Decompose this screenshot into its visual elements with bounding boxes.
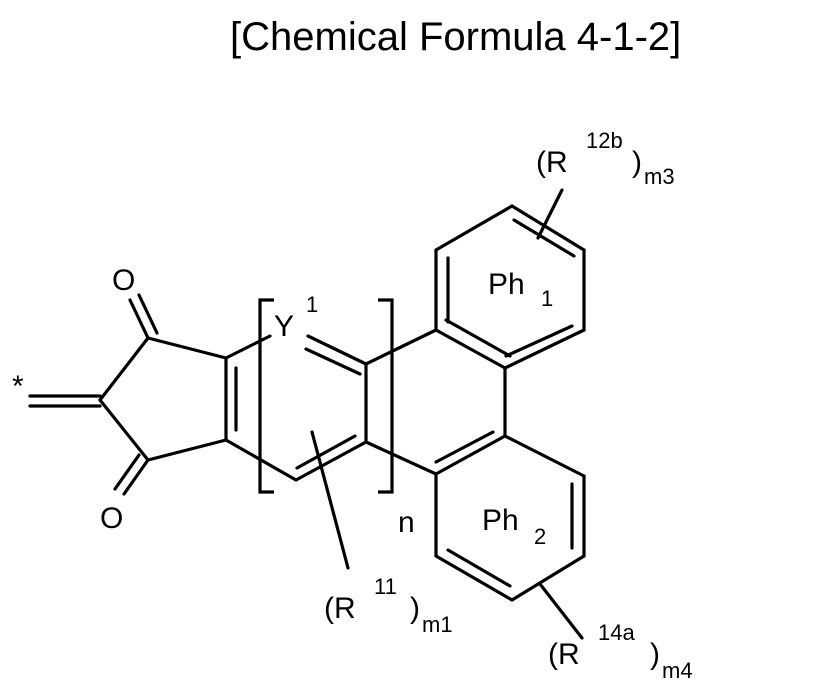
- r11-open-label: (R: [324, 592, 356, 625]
- r11-subscript: m1: [422, 612, 453, 637]
- bond-to-top-ring: [366, 330, 436, 364]
- ring6-bond-y1-right-inner: [306, 349, 360, 374]
- ph2-label: Ph: [482, 504, 519, 537]
- bond-to-bottom-ring: [366, 442, 436, 474]
- r11-close-label: ): [410, 592, 420, 625]
- r14a-close-label: ): [650, 638, 660, 671]
- ring6-bond-y1-right: [308, 336, 366, 364]
- r12b-superscript: 12b: [586, 128, 623, 153]
- formula-title: [Chemical Formula 4-1-2]: [230, 15, 681, 59]
- carbonyl-bottom-2: [115, 455, 139, 489]
- ph1-label: Ph: [488, 268, 525, 301]
- r11-substituent-bond: [312, 432, 348, 568]
- r14a-substituent-bond: [540, 584, 582, 638]
- r11-superscript: 11: [374, 574, 397, 599]
- ph1-subscript: 1: [541, 286, 553, 311]
- ring6-bond-a: [226, 336, 270, 358]
- r14a-open-label: (R: [548, 638, 580, 671]
- carbonyl-bottom-1: [124, 460, 148, 494]
- r12b-subscript: m3: [644, 164, 675, 189]
- ph1-bond-5: [505, 330, 584, 368]
- r12b-close-label: ): [632, 146, 642, 179]
- attachment-star: *: [12, 370, 24, 403]
- ph2-bond-4: [436, 556, 512, 600]
- r12b-open-label: (R: [536, 146, 568, 179]
- y-superscript: 1: [306, 292, 318, 317]
- r14a-superscript: 14a: [598, 620, 635, 645]
- n-label: n: [398, 506, 415, 539]
- bond-lines: [30, 190, 584, 638]
- oxygen-top-label: O: [112, 264, 135, 297]
- ring5-bond-c2-c1: [100, 338, 148, 400]
- ring5-bond-c1-c3a: [148, 338, 226, 358]
- ring5-bond-c3-c7a: [148, 440, 226, 460]
- ph1-bond-2: [436, 206, 512, 250]
- y-label: Y: [274, 310, 294, 343]
- ph2-bond-1: [505, 436, 584, 476]
- ph1-bond-3: [512, 206, 584, 250]
- center-ring-top-inner: [446, 320, 510, 356]
- r14a-subscript: m4: [662, 658, 693, 683]
- ph2-subscript: 2: [534, 524, 546, 549]
- ring5-bond-c2-c3: [100, 400, 148, 460]
- right-bracket: [378, 300, 392, 492]
- oxygen-bottom-label: O: [100, 502, 123, 535]
